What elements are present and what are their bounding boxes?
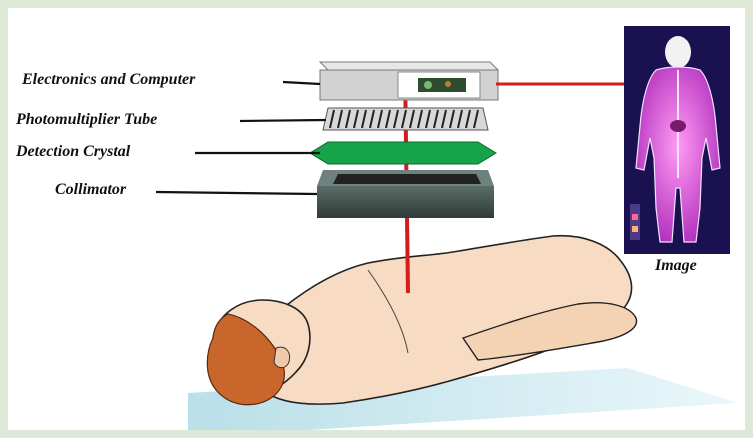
label-collimator: Collimator (55, 181, 126, 199)
collimator-block (317, 170, 494, 218)
label-image: Image (655, 257, 697, 275)
diagram-frame: Electronics and Computer Photomultiplier… (8, 8, 745, 430)
label-leaders (156, 82, 326, 194)
label-detection-crystal: Detection Crystal (16, 143, 130, 161)
scan-image (624, 26, 730, 254)
electronics-box (320, 62, 498, 100)
label-electronics: Electronics and Computer (22, 71, 195, 89)
detection-crystal (310, 142, 496, 164)
photomultiplier-tube (323, 108, 488, 130)
patient-ear (274, 347, 290, 368)
label-photomultiplier-tube: Photomultiplier Tube (16, 111, 157, 129)
